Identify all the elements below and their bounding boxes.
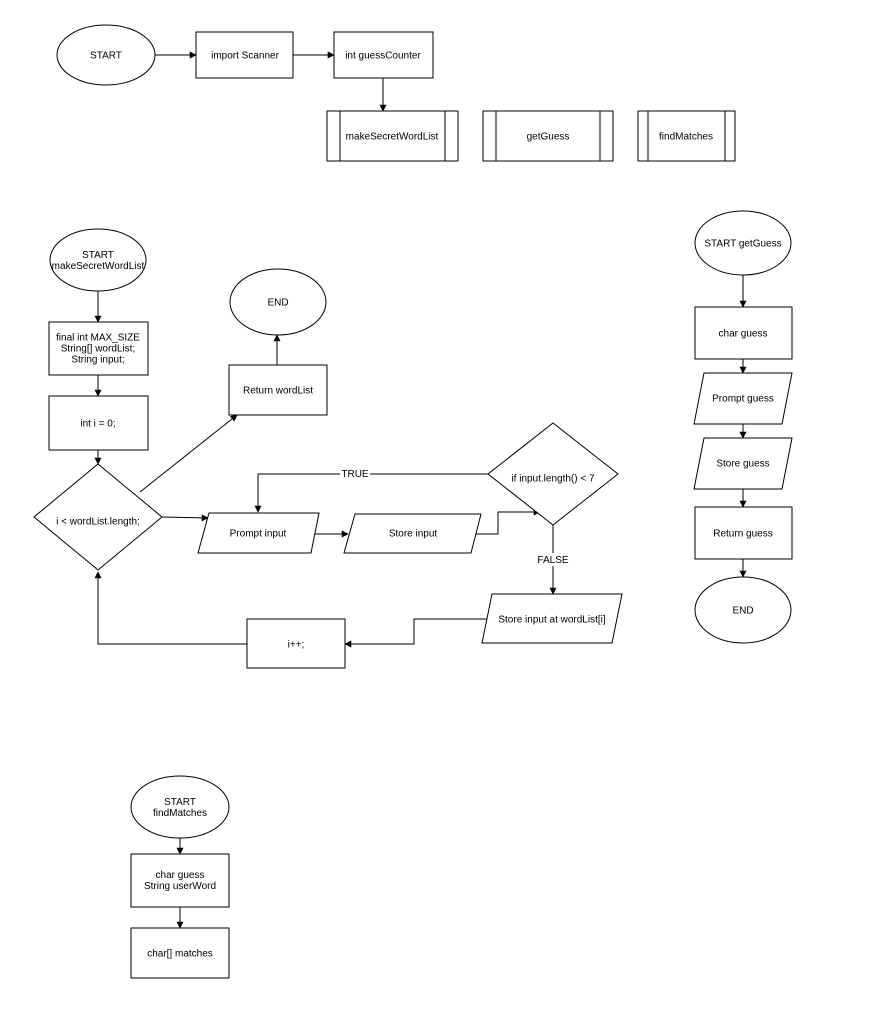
guess-counter-label: int guessCounter xyxy=(345,51,421,62)
end-make-line: END xyxy=(267,298,288,309)
increment-line: i++; xyxy=(288,640,305,651)
sub-make-secret-line: makeSecretWordList xyxy=(346,132,439,143)
start-terminal: START xyxy=(56,24,156,86)
import-scanner-process: import Scanner xyxy=(195,31,294,79)
increment-label: i++; xyxy=(288,640,305,651)
edge-check-true xyxy=(254,473,488,513)
return-guess-process: Return guess xyxy=(694,506,793,560)
increment-process: i++; xyxy=(246,618,346,669)
loop-cond-line: i < wordList.length; xyxy=(56,517,140,528)
loop-condition-label: i < wordList.length; xyxy=(56,517,140,528)
makesecret-subprocess-label: makeSecretWordList xyxy=(346,132,439,143)
store-input-label: Store input xyxy=(389,529,438,540)
matches-array-process: char[] matches xyxy=(130,927,230,979)
store-at-index-label: Store input at wordList[i] xyxy=(498,615,605,626)
return-wordlist-label: Return wordList xyxy=(243,386,313,397)
start-main-line: START xyxy=(90,51,122,62)
prompt-guess-line: Prompt guess xyxy=(712,394,774,405)
makesecret-end-label: END xyxy=(267,298,288,309)
sub-get-guess-line: getGuess xyxy=(527,132,570,143)
edge-store-to-check xyxy=(471,508,541,535)
store-input-line: Store input xyxy=(389,529,438,540)
start-get-guess-line: START getGuess xyxy=(704,239,781,250)
end-get-guess-line: END xyxy=(732,606,753,617)
start-label: START xyxy=(90,51,122,62)
import-scanner-line: import Scanner xyxy=(211,51,279,62)
return-wordlist-line: Return wordList xyxy=(243,386,313,397)
find-vars-line: char guess xyxy=(156,870,205,881)
edge-cond-to-prompt xyxy=(161,514,209,522)
return-guess-line: Return guess xyxy=(713,529,772,540)
prompt-input-line: Prompt input xyxy=(230,529,287,540)
edge-label-true: TRUE xyxy=(340,467,370,480)
init-counter-process: int i = 0; xyxy=(48,395,149,451)
return-guess-label: Return guess xyxy=(713,529,772,540)
char-guess-line: char guess xyxy=(719,329,768,340)
edge-label-false: FALSE xyxy=(536,553,570,566)
store-input-io: Store input xyxy=(343,513,482,554)
makesecret-end-terminal: END xyxy=(229,268,327,336)
import-scanner-label: import Scanner xyxy=(211,51,279,62)
find-vars-line: String userWord xyxy=(144,881,216,892)
store-guess-label: Store guess xyxy=(716,459,769,470)
matches-array-label: char[] matches xyxy=(147,949,213,960)
init-i-line: int i = 0; xyxy=(80,419,115,430)
char-guess-label: char guess xyxy=(719,329,768,340)
prompt-input-io: Prompt input xyxy=(197,512,320,554)
length-check-label: if input.length() < 7 xyxy=(511,474,595,485)
length-check-line: if input.length() < 7 xyxy=(511,474,595,485)
getguess-subprocess-label: getGuess xyxy=(527,132,570,143)
getguess-end-terminal: END xyxy=(694,576,792,644)
store-at-index-io: Store input at wordList[i] xyxy=(481,593,623,644)
store-at-line: Store input at wordList[i] xyxy=(498,615,605,626)
getguess-start-label: START getGuess xyxy=(704,239,781,250)
findmatches-subprocess: findMatches xyxy=(637,110,736,162)
edge-storeat-to-increment xyxy=(344,618,491,648)
prompt-guess-io: Prompt guess xyxy=(693,372,793,425)
makesecret-subprocess: makeSecretWordList xyxy=(326,110,459,162)
start-make-line: makeSecretWordList xyxy=(52,261,145,272)
start-find-line: START xyxy=(164,797,196,808)
prompt-input-label: Prompt input xyxy=(230,529,287,540)
start-make-line: START xyxy=(82,250,114,261)
edge-labels: TRUE FALSE xyxy=(340,467,570,566)
loop-condition-decision: i < wordList.length; xyxy=(33,463,163,571)
getguess-end-label: END xyxy=(732,606,753,617)
store-guess-line: Store guess xyxy=(716,459,769,470)
sub-find-matches-line: findMatches xyxy=(659,132,713,143)
char-guess-process: char guess xyxy=(694,306,793,360)
declare-vars-line: final int MAX_SIZE xyxy=(56,333,140,344)
matches-line: char[] matches xyxy=(147,949,213,960)
nodes: START import Scanner int guessCounter ma… xyxy=(33,24,793,979)
edge-increment-to-cond xyxy=(94,571,247,645)
svg-text:TRUE: TRUE xyxy=(341,469,369,480)
guess-counter-process: int guessCounter xyxy=(333,31,434,79)
length-check-decision: if input.length() < 7 xyxy=(487,422,619,526)
guess-counter-line: int guessCounter xyxy=(345,51,421,62)
declare-vars-line: String input; xyxy=(71,355,124,366)
getguess-start-terminal: START getGuess xyxy=(694,210,792,276)
getguess-subprocess: getGuess xyxy=(482,110,614,162)
prompt-guess-label: Prompt guess xyxy=(712,394,774,405)
return-wordlist-process: Return wordList xyxy=(228,364,328,416)
init-counter-label: int i = 0; xyxy=(80,419,115,430)
declare-vars-line: String[] wordList; xyxy=(61,344,135,355)
edge-cond-to-return xyxy=(139,414,238,493)
store-guess-io: Store guess xyxy=(693,437,793,490)
svg-text:FALSE: FALSE xyxy=(537,555,568,566)
start-find-line: findMatches xyxy=(153,808,207,819)
findmatches-subprocess-label: findMatches xyxy=(659,132,713,143)
